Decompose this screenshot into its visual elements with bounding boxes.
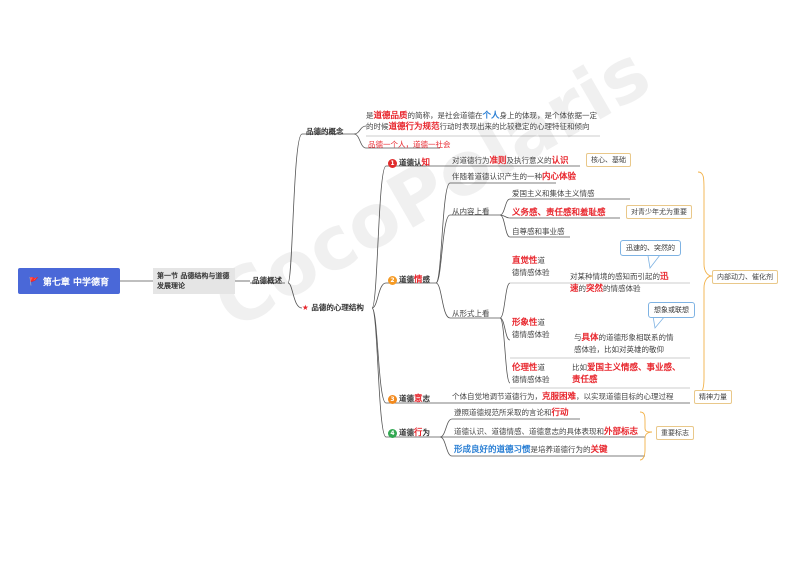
form-image-title: 形象性道 bbox=[512, 318, 546, 328]
section-node[interactable]: 第一节 品德结构与道德发展理论 bbox=[153, 268, 235, 294]
form-intuitive-desc-line2: 速的突然的情感体验 bbox=[570, 284, 641, 294]
cognition-note: 核心、基础 bbox=[586, 153, 631, 167]
concept-node[interactable]: 品德的概念 bbox=[306, 127, 344, 136]
flag-icon: 🚩 bbox=[28, 276, 39, 286]
emotion-form-label: 从形式上看 bbox=[452, 309, 490, 318]
structure-node[interactable]: ★ 品德的心理结构 bbox=[302, 302, 364, 313]
form-image-desc-line2: 感体验，比如对英雄的敬仰 bbox=[574, 345, 664, 354]
form-ethical-desc-line2: 责任感 bbox=[572, 375, 598, 385]
form-image-bubble: 想象或联想 bbox=[648, 302, 695, 318]
number-3-icon: 3 bbox=[388, 394, 397, 404]
emotion-side-note: 内部动力、催化剂 bbox=[712, 270, 778, 284]
form-intuitive-title: 直觉性道 bbox=[512, 256, 546, 266]
emotion-content-label: 从内容上看 bbox=[452, 207, 490, 216]
will-desc: 个体自觉地调节道德行为，克服困难，以实现道德目标的心理过程 bbox=[452, 392, 674, 402]
number-4-icon: 4 bbox=[388, 428, 397, 438]
structure-label: 品德的心理结构 bbox=[311, 303, 364, 312]
form-ethical-title: 伦理性道 bbox=[512, 363, 546, 373]
number-2-icon: 2 bbox=[388, 275, 397, 285]
form-image-line2: 德情感体验 bbox=[512, 330, 550, 339]
root-node[interactable]: 🚩 第七章 中学德育 bbox=[18, 268, 120, 294]
form-ethical-line2: 德情感体验 bbox=[512, 375, 550, 384]
concept-definition-line2: 的时候道德行为规范行动时表现出来的比较稳定的心理特征和倾向 bbox=[366, 122, 590, 132]
number-1-icon: 1 bbox=[388, 158, 397, 168]
behavior-desc-1: 遵照道德规范所采取的言论和行动 bbox=[454, 408, 569, 418]
root-label: 第七章 中学德育 bbox=[42, 277, 110, 288]
form-intuitive-line2: 德情感体验 bbox=[512, 268, 550, 277]
star-icon: ★ bbox=[302, 303, 309, 312]
emotion-content-1: 爱国主义和集体主义情感 bbox=[512, 189, 595, 198]
overview-node[interactable]: 品德概述 bbox=[252, 276, 282, 285]
concept-definition-line1: 是道德品质的简称，是社会道德在个人身上的体现，是个体依据一定 bbox=[366, 111, 598, 121]
cognition-desc: 对道德行为准则及执行意义的认识 bbox=[452, 156, 569, 166]
form-image-desc-line1: 与具体的道德形象相联系的情 bbox=[574, 333, 674, 343]
emotion-content-2: 义务感、责任感和羞耻感 bbox=[512, 208, 606, 218]
emotion-content-3: 自尊感和事业感 bbox=[512, 227, 565, 236]
form-intuitive-desc-line1: 对某种情境的感知而引起的迅 bbox=[570, 272, 669, 282]
behavior-desc-2: 道德认识、道德情感、道德意志的具体表现和外部标志 bbox=[454, 427, 639, 437]
will-note: 精神力量 bbox=[694, 390, 732, 404]
concept-personal-social: 品德一个人，道德一社会 bbox=[368, 140, 451, 149]
emotion-content-note: 对青少年尤为重要 bbox=[626, 205, 692, 219]
form-ethical-desc-line1: 比如爱国主义情感、事业感、 bbox=[572, 363, 681, 373]
emotion-intro: 伴随着道德认识产生的一种内心体验 bbox=[452, 172, 577, 182]
behavior-desc-3: 形成良好的道德习惯是培养道德行为的关键 bbox=[454, 445, 608, 455]
form-intuitive-bubble: 迅速的、突然的 bbox=[620, 240, 681, 256]
behavior-note: 重要标志 bbox=[656, 426, 694, 440]
